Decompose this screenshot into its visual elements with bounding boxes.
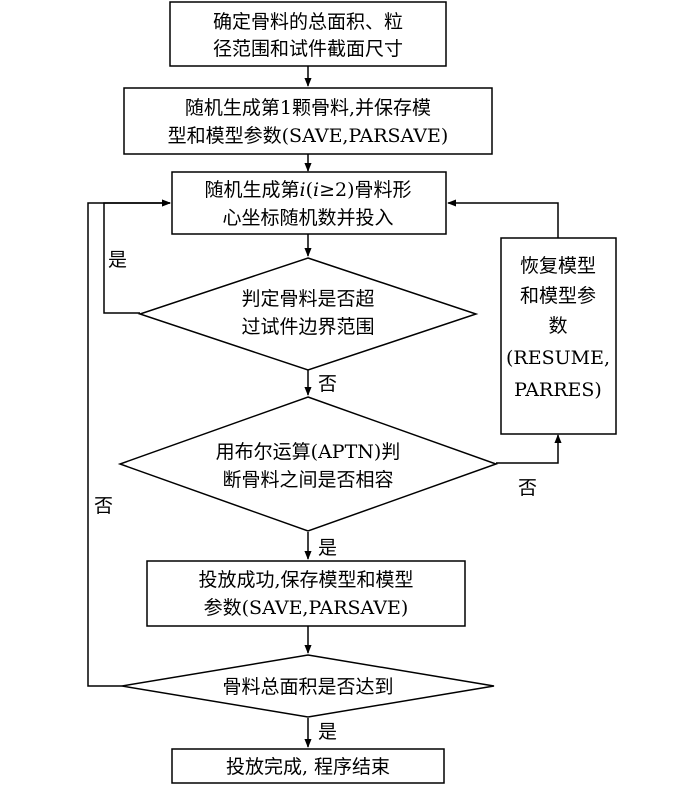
node-start: 确定骨料的总面积、粒 径范围和试件截面尺寸 [169,1,447,67]
node-boundary-check: 判定骨料是否超 过试件边界范围 [137,257,479,371]
boundary-diamond [137,257,479,371]
area-diamond [121,654,495,718]
start-box [169,1,447,67]
edge-compat-no-to-restore [496,434,562,464]
generate-box [171,171,447,235]
node-first-aggregate: 随机生成第1颗骨料,并保存模 型和模型参数(SAVE,PARSAVE) [123,87,493,155]
start-line-2: 径范围和试件截面尺寸 [213,38,403,60]
finish-box [171,748,445,784]
node-success: 投放成功,保存模型和模型 参数(SAVE,PARSAVE) [146,560,466,627]
edge-restore-to-generate [447,199,559,238]
finish-line-1: 投放完成, 程序结束 [226,756,390,778]
restore-line-1: 恢复模型 [520,255,596,277]
restore-box [500,237,617,435]
label-compat-no: 否 [518,477,537,499]
first-line-1: 随机生成第1颗骨料,并保存模 [185,97,431,119]
edge-area-no-loop [87,199,171,687]
compat-line-1: 用布尔运算(APTN)判 [216,441,401,463]
label-boundary-yes: 是 [108,249,127,271]
boundary-line-2: 过试件边界范围 [241,316,374,338]
success-line-1: 投放成功,保存模型和模型 [198,569,413,591]
area-line-1: 骨料总面积是否达到 [222,676,393,698]
label-boundary-no: 否 [318,373,337,395]
boundary-line-1: 判定骨料是否超 [241,288,374,310]
success-line-2: 参数(SAVE,PARSAVE) [204,597,409,619]
node-restore: 恢复模型 和模型参 数 (RESUME, PARRES) [500,237,617,435]
node-compat-check: 用布尔运算(APTN)判 断骨料之间是否相容 [117,396,499,532]
first-box [123,87,493,155]
label-area-yes: 是 [318,721,337,743]
generate-line-2: 心坐标随机数并投入 [222,207,393,229]
edge-labels: 是 否 否 是 否 是 [94,249,537,743]
compat-line-2: 断骨料之间是否相容 [222,469,393,491]
node-finish: 投放完成, 程序结束 [171,748,445,784]
compat-diamond [117,396,499,532]
success-box [146,560,466,627]
first-line-2: 型和模型参数(SAVE,PARSAVE) [168,125,449,147]
label-compat-yes: 是 [318,537,337,559]
start-line-1: 确定骨料的总面积、粒 [213,11,403,33]
restore-line-2: 和模型参 [520,285,596,307]
label-area-no: 否 [94,495,113,517]
restore-line-3: 数 [548,315,567,337]
node-generate-aggregate: 随机生成第i(i≥2)骨料形 心坐标随机数并投入 [171,171,447,235]
restore-line-5: PARRES) [514,379,602,401]
restore-line-4: (RESUME, [506,347,610,369]
node-area-check: 骨料总面积是否达到 [121,654,495,718]
edges [87,66,562,748]
generate-line-1: 随机生成第i(i≥2)骨料形 [204,179,411,201]
